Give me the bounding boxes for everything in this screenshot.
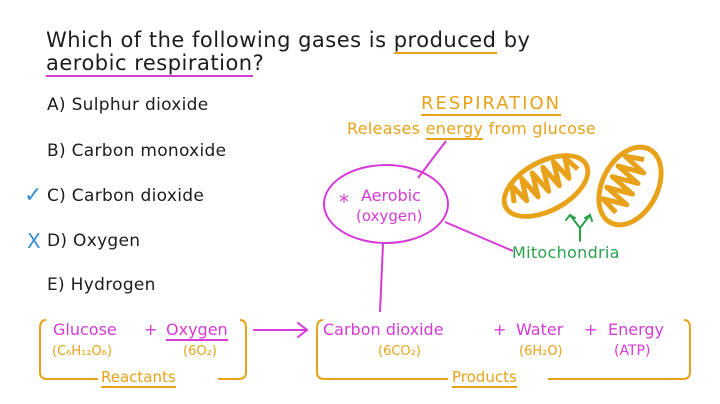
plus-sign: +: [584, 320, 598, 339]
arrow-right-icon: [253, 322, 309, 338]
question-mark: ?: [252, 51, 265, 75]
aerobic-sub: (oxygen): [356, 207, 423, 225]
arrow-fork-icon: [565, 213, 593, 242]
products-bracket-left: [316, 319, 325, 380]
energy-text: energy: [425, 119, 484, 140]
cross-icon: X: [27, 229, 42, 253]
co2-formula: (6CO₂): [378, 344, 421, 359]
from-glucose-text: from glucose: [488, 119, 597, 138]
question-by: by: [503, 28, 531, 52]
aerobic-label: Aerobic: [361, 186, 421, 205]
respiration-subtitle: Releases energy from glucose: [347, 119, 597, 140]
reactants-bracket-left: [39, 319, 48, 380]
option-c[interactable]: C) Carbon dioxide: [47, 186, 205, 206]
option-b[interactable]: B) Carbon monoxide: [47, 141, 227, 161]
question-line-1: Which of the following gases is produced…: [46, 28, 531, 54]
respiration-title: RESPIRATION: [421, 93, 562, 116]
glucose-word: Glucose: [53, 320, 117, 339]
energy-word: Energy: [608, 320, 665, 339]
aerobic-star: *: [339, 190, 349, 214]
reactants-label: Reactants: [101, 368, 176, 388]
question-text: Which of the following gases is: [46, 28, 387, 52]
oxygen-word: Oxygen: [166, 320, 228, 341]
mitochondrion-icon: [501, 153, 591, 219]
connector-line: [444, 221, 514, 252]
question-line-2: aerobic respiration?: [46, 51, 265, 77]
aerobic-ellipse: [323, 164, 449, 244]
plus-sign: +: [493, 320, 507, 339]
water-word: Water: [516, 320, 564, 339]
oxygen-formula: (6O₂): [183, 344, 217, 359]
carbon-dioxide-word: Carbon dioxide: [323, 320, 444, 339]
mitochondrion-icon: [596, 144, 664, 228]
releases-text: Releases: [347, 119, 421, 138]
atp-label: (ATP): [614, 343, 651, 359]
water-formula: (6H₂O): [519, 344, 563, 359]
question-produced: produced: [393, 28, 497, 54]
plus-sign: +: [144, 320, 158, 339]
option-a[interactable]: A) Sulphur dioxide: [47, 95, 209, 115]
question-aerobic-respiration: aerobic respiration: [46, 51, 253, 77]
connector-line: [379, 243, 384, 313]
glucose-formula: (C₆H₁₂O₆): [52, 344, 113, 359]
option-e[interactable]: E) Hydrogen: [47, 275, 156, 295]
option-d[interactable]: D) Oxygen: [47, 231, 141, 251]
reactants-bracket-right: [238, 319, 247, 380]
products-label: Products: [452, 368, 517, 388]
products-bracket-right: [682, 319, 691, 380]
mitochondria-label: Mitochondria: [512, 243, 620, 262]
check-icon: ✓: [24, 183, 43, 208]
